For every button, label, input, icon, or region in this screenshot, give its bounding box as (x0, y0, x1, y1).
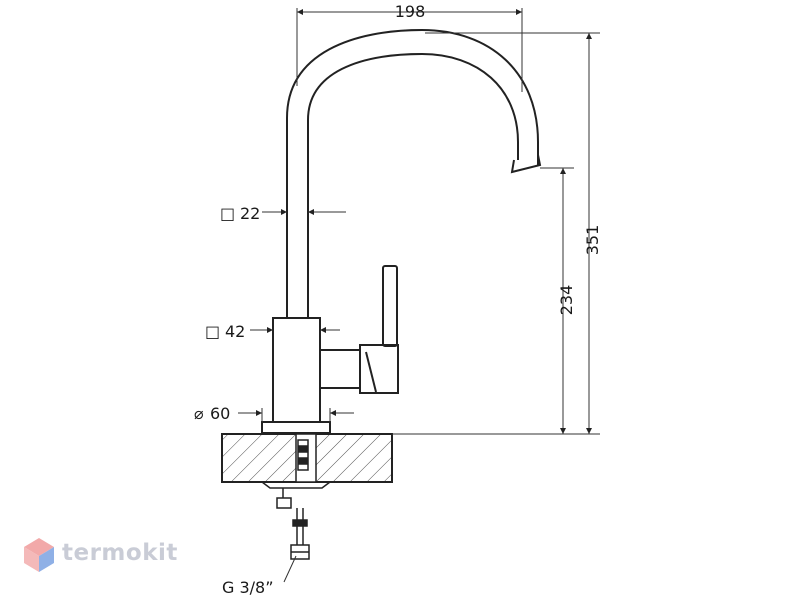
connection-thread-label: G 3/8” (222, 578, 274, 597)
dimension-lines (238, 8, 600, 583)
tube-section-symbol: □ (220, 204, 235, 223)
spout-inner-edge (307, 52, 519, 318)
countertop-section (221, 433, 393, 489)
lever-block (320, 349, 361, 389)
body-section-label: 42 (225, 322, 245, 341)
supply-hoses (276, 439, 310, 560)
lever-handle (382, 265, 398, 347)
base-diameter-symbol: ⌀ (194, 404, 204, 423)
faucet-outline (261, 28, 542, 434)
reach-dimension-label: 198 (395, 2, 426, 21)
brand-name: termokit (62, 540, 178, 566)
base-ring (261, 421, 331, 434)
base-diameter-label: 60 (210, 404, 230, 423)
body-section-symbol: □ (205, 322, 220, 341)
faucet-body (272, 317, 321, 423)
termokit-logo-icon (24, 538, 54, 572)
lever-hub (359, 344, 399, 394)
tube-section-label: 22 (240, 204, 260, 223)
spout-nozzle (510, 154, 542, 174)
total-height-dimension-label: 351 (583, 225, 602, 256)
spout-height-dimension-label: 234 (557, 285, 576, 316)
spout-outer-edge (286, 28, 539, 318)
